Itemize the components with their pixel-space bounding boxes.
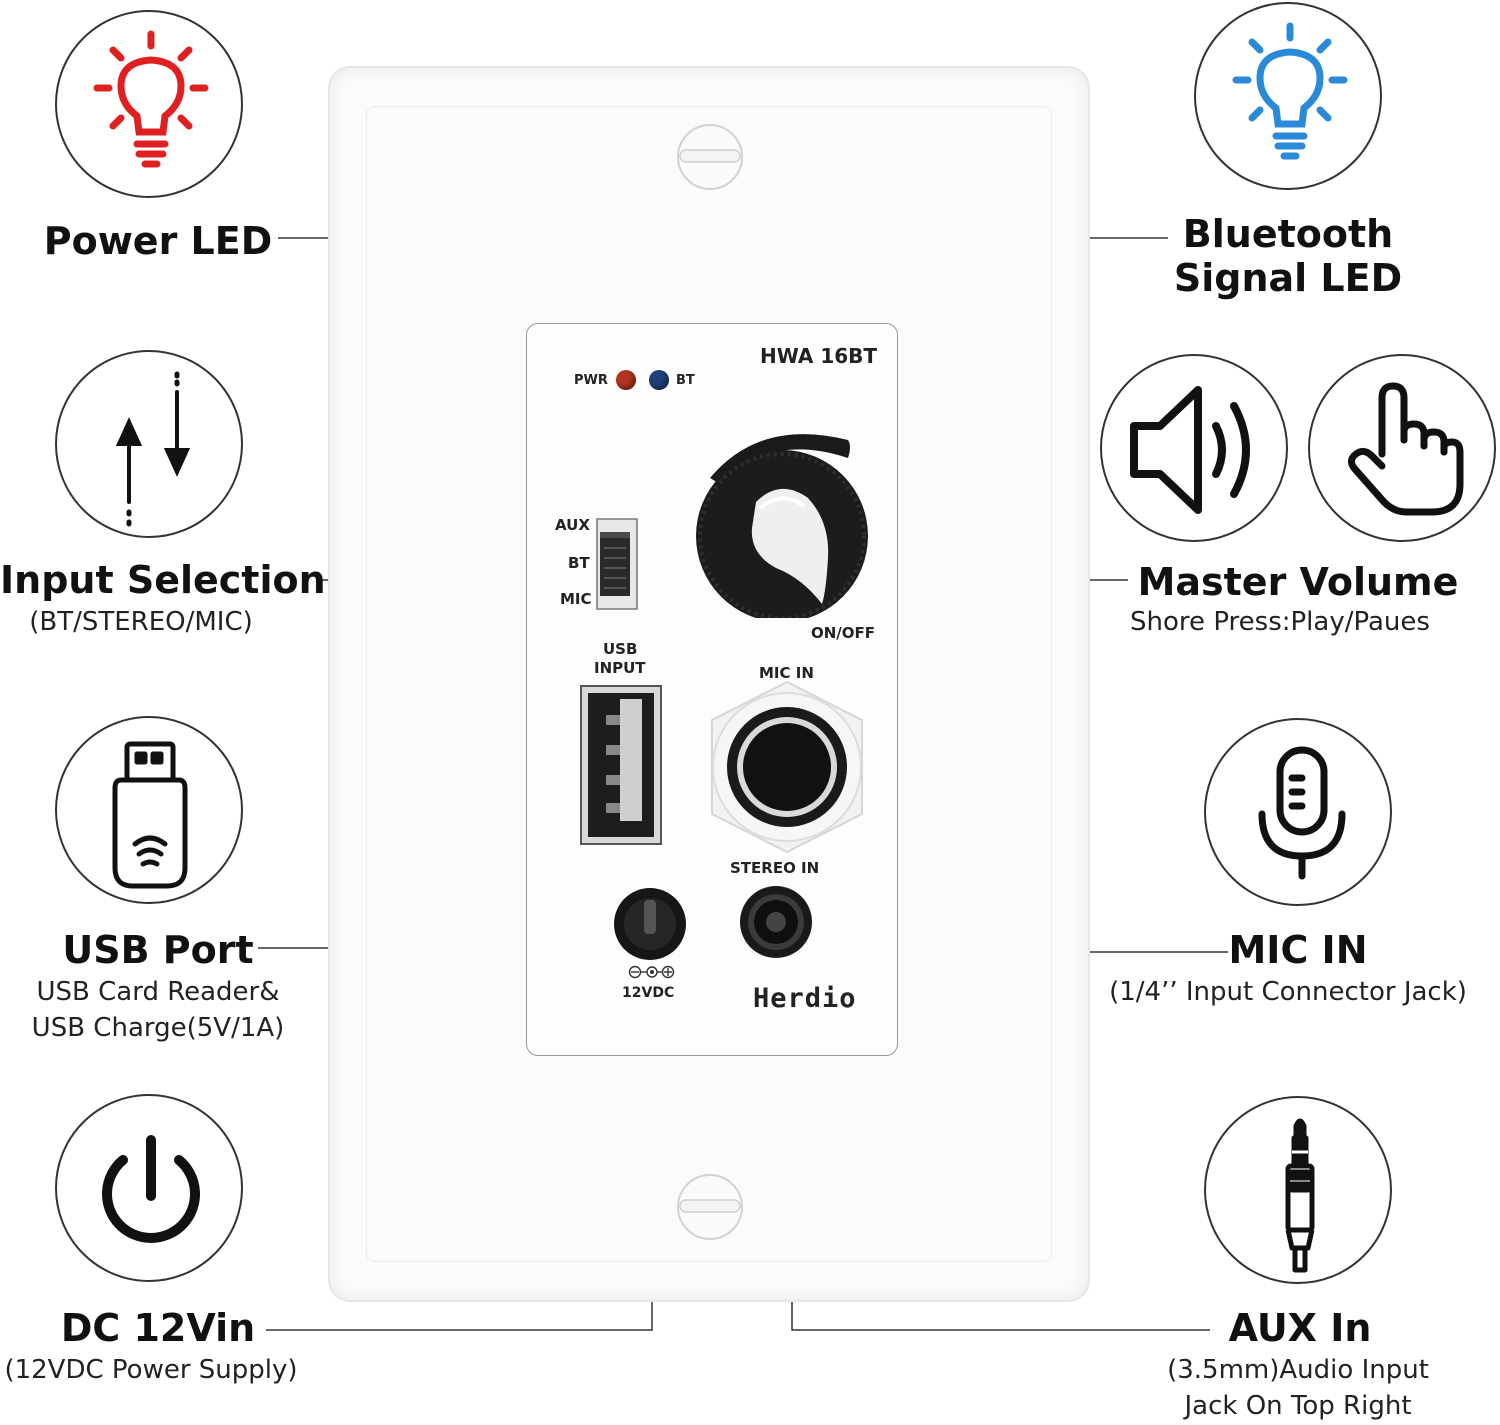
dc-jack[interactable] xyxy=(610,884,690,964)
input-selection-title: Input Selection xyxy=(0,558,326,602)
speaker-icon xyxy=(1130,386,1250,514)
power-led-icon-circle xyxy=(55,10,243,198)
power-led-title: Power LED xyxy=(43,219,273,263)
usb-drive-icon xyxy=(112,741,188,889)
bt-led-icon-circle xyxy=(1194,2,1382,190)
stereo-in-label: STEREO IN xyxy=(730,859,820,877)
mic-in-icon-circle xyxy=(1204,718,1392,906)
mic-in-subtitle: (1/4’’ Input Connector Jack) xyxy=(1109,977,1467,1007)
input-switch-arrows-icon xyxy=(115,371,191,527)
usb-port-subtitle-line1: USB Card Reader& xyxy=(36,977,280,1007)
aux-in-icon-circle xyxy=(1204,1096,1392,1284)
screw-top xyxy=(677,124,743,190)
power-icon xyxy=(102,1135,200,1243)
usb-label-line2: INPUT xyxy=(594,659,646,677)
usb-port[interactable] xyxy=(580,685,664,847)
dc-in-subtitle: (12VDC Power Supply) xyxy=(4,1355,298,1385)
input-selector-switch[interactable] xyxy=(596,518,638,610)
dc-in-icon-circle xyxy=(55,1094,243,1282)
knob-label: ON/OFF xyxy=(811,624,876,642)
master-volume-touch-circle xyxy=(1308,354,1496,542)
bt-led-title-line1: Bluetooth xyxy=(1182,212,1394,256)
model-label: HWA 16BT xyxy=(760,344,878,368)
aux-in-title: AUX In xyxy=(1228,1306,1372,1350)
usb-label-line1: USB xyxy=(603,640,638,658)
mic-in-title: MIC IN xyxy=(1228,928,1368,972)
plate-inner-bevel xyxy=(366,106,1052,1262)
switch-mic-label: MIC xyxy=(560,590,592,608)
bt-led xyxy=(649,370,669,390)
dc-label: 12VDC xyxy=(622,985,675,1001)
lightbulb-icon xyxy=(1232,22,1348,160)
mic-in-label: MIC IN xyxy=(759,664,814,682)
mic-jack[interactable] xyxy=(692,672,882,862)
switch-aux-label: AUX xyxy=(555,516,590,534)
dc-in-title: DC 12Vin xyxy=(60,1306,256,1350)
aux-plug-icon xyxy=(1285,1118,1315,1273)
input-selection-icon-circle xyxy=(55,350,243,538)
switch-bt-label: BT xyxy=(568,554,590,572)
aux-in-subtitle-line1: (3.5mm)Audio Input xyxy=(1167,1355,1429,1385)
screw-bottom xyxy=(677,1174,743,1240)
volume-knob[interactable] xyxy=(690,418,890,618)
brand-label: Herdio xyxy=(753,983,857,1014)
stereo-jack[interactable] xyxy=(736,882,816,962)
polarity-icon xyxy=(628,965,675,979)
aux-in-subtitle-line2: Jack On Top Right xyxy=(1184,1391,1412,1421)
touch-hand-icon xyxy=(1347,382,1464,516)
usb-port-title: USB Port xyxy=(62,928,254,972)
bt-led-label: BT xyxy=(676,373,695,388)
master-volume-title: Master Volume xyxy=(1137,560,1459,604)
input-selection-subtitle: (BT/STEREO/MIC) xyxy=(29,607,253,637)
bt-led-title-line2: Signal LED xyxy=(1173,256,1403,300)
usb-port-icon-circle xyxy=(55,716,243,904)
microphone-icon xyxy=(1258,746,1346,880)
master-volume-speaker-circle xyxy=(1100,354,1288,542)
usb-port-subtitle-line2: USB Charge(5V/1A) xyxy=(31,1013,285,1043)
pwr-led-label: PWR xyxy=(574,373,608,388)
pwr-led xyxy=(616,370,636,390)
master-volume-subtitle: Shore Press:Play/Paues xyxy=(1130,607,1430,637)
lightbulb-icon xyxy=(93,30,209,168)
